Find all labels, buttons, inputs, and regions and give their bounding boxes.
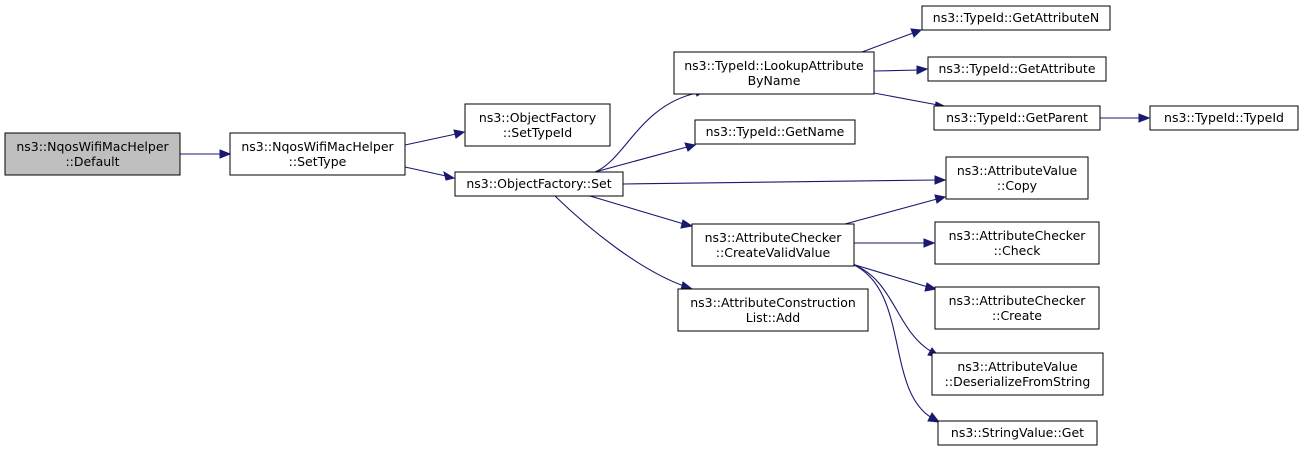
node-attributechecker-check[interactable]: ns3::AttributeChecker ::Check xyxy=(934,221,1100,265)
node-objectfactory-settypeid[interactable]: ns3::ObjectFactory ::SetTypeId xyxy=(464,103,611,147)
edge-getparent-to-typeid xyxy=(1100,113,1151,123)
arrowhead-icon xyxy=(453,129,466,139)
arrowhead-icon xyxy=(934,194,947,204)
node-label-line: ::Copy xyxy=(997,178,1038,193)
edge-line xyxy=(404,133,457,146)
node-label-line: ns3::AttributeChecker xyxy=(949,228,1087,243)
node-label-line: ns3::AttributeConstruction xyxy=(690,295,856,310)
edge-createvalid-to-create xyxy=(851,263,938,292)
node-attributevalue-deserializefromstring[interactable]: ns3::AttributeValue ::DeserializeFromStr… xyxy=(931,352,1104,396)
node-label-line: ns3::TypeId::GetParent xyxy=(946,110,1088,125)
node-label-line: ::SetType xyxy=(289,154,347,169)
edge-settype-to-settypeid xyxy=(404,129,466,146)
node-nqoswifimachelper-settype[interactable]: ns3::NqosWifiMacHelper ::SetType xyxy=(229,132,406,176)
node-label-line: ns3::AttributeChecker xyxy=(949,293,1087,308)
node-label-line: ns3::ObjectFactory::Set xyxy=(466,176,611,191)
edge-line xyxy=(861,32,914,53)
edge-set-to-createvalid xyxy=(589,195,694,229)
node-nqoswifimachelper-default[interactable]: ns3::NqosWifiMacHelper ::Default xyxy=(4,132,181,176)
node-attributeconstructionlist-add[interactable]: ns3::AttributeConstruction List::Add xyxy=(677,288,869,332)
node-label-line: ns3::AttributeValue xyxy=(957,163,1078,178)
edge-createvalid-to-strget xyxy=(851,263,941,423)
node-typeid-typeid[interactable]: ns3::TypeId::TypeId xyxy=(1149,105,1299,131)
arrowhead-icon xyxy=(923,238,936,248)
node-label-line: ::Default xyxy=(65,154,119,169)
node-label-line: ns3::ObjectFactory xyxy=(479,110,597,125)
edge-createvalid-to-check xyxy=(854,238,936,248)
node-label-line: ns3::TypeId::LookupAttribute xyxy=(684,58,864,73)
node-label-line: ::Check xyxy=(994,243,1042,258)
node-attributevalue-copy[interactable]: ns3::AttributeValue ::Copy xyxy=(945,156,1089,200)
edge-line xyxy=(622,179,938,185)
edge-line xyxy=(594,92,698,173)
arrowhead-icon xyxy=(684,142,697,152)
node-label-line: ByName xyxy=(748,73,801,88)
edge-set-to-getname xyxy=(594,142,697,173)
node-label-line: ::DeserializeFromString xyxy=(945,374,1091,389)
node-label-line: ::Create xyxy=(992,308,1042,323)
node-label-line: ::SetTypeId xyxy=(503,125,572,140)
node-label-line: ns3::TypeId::GetName xyxy=(706,124,845,139)
edge-set-to-copy xyxy=(622,175,947,185)
edge-line xyxy=(554,195,685,287)
node-label-line: ns3::AttributeValue xyxy=(957,359,1078,374)
edge-lookup-to-getattrn xyxy=(861,28,923,53)
edge-settype-to-set xyxy=(404,166,456,181)
edge-line xyxy=(851,263,933,419)
node-objectfactory-set[interactable]: ns3::ObjectFactory::Set xyxy=(454,171,624,197)
node-label-line: List::Add xyxy=(746,310,800,325)
node-label-line: ::CreateValidValue xyxy=(716,245,831,260)
edge-line xyxy=(844,198,938,225)
node-stringvalue-get[interactable]: ns3::StringValue::Get xyxy=(937,420,1098,446)
edge-createvalid-to-copy xyxy=(844,194,947,225)
arrowhead-icon xyxy=(927,412,941,423)
edge-line xyxy=(589,195,685,225)
node-typeid-getattribute[interactable]: ns3::TypeId::GetAttribute xyxy=(927,56,1107,82)
node-label-line: ns3::NqosWifiMacHelper xyxy=(16,139,169,154)
node-attributechecker-create[interactable]: ns3::AttributeChecker ::Create xyxy=(934,286,1100,330)
arrowhead-icon xyxy=(934,175,947,185)
node-label-line: ns3::TypeId::TypeId xyxy=(1164,110,1284,125)
edge-lookup-to-getattr xyxy=(873,65,929,75)
node-attributechecker-createvalidvalue[interactable]: ns3::AttributeChecker ::CreateValidValue xyxy=(691,223,855,267)
node-typeid-getname[interactable]: ns3::TypeId::GetName xyxy=(694,119,856,145)
edge-set-to-lookup xyxy=(594,87,706,173)
arrowhead-icon xyxy=(1138,113,1151,123)
arrowhead-icon xyxy=(910,28,923,38)
edge-set-to-add xyxy=(554,195,694,291)
node-typeid-getattributen[interactable]: ns3::TypeId::GetAttributeN xyxy=(921,5,1111,31)
node-label-line: ns3::AttributeChecker xyxy=(705,230,843,245)
node-label-line: ns3::TypeId::GetAttributeN xyxy=(933,10,1099,25)
edge-line xyxy=(594,146,688,173)
node-typeid-lookupattributebyname[interactable]: ns3::TypeId::LookupAttribute ByName xyxy=(673,51,875,95)
edge-line xyxy=(851,263,929,288)
edge-root-to-settype xyxy=(180,149,232,159)
arrowhead-icon xyxy=(219,149,232,159)
edge-line xyxy=(404,166,447,177)
arrowhead-icon xyxy=(916,65,929,75)
arrowhead-icon xyxy=(680,219,694,229)
arrowhead-icon xyxy=(924,282,938,292)
edge-line xyxy=(873,92,939,106)
node-label-line: ns3::TypeId::GetAttribute xyxy=(938,61,1095,76)
arrowhead-icon xyxy=(443,170,456,181)
node-label-line: ns3::StringValue::Get xyxy=(951,425,1084,440)
node-typeid-getparent[interactable]: ns3::TypeId::GetParent xyxy=(933,105,1101,131)
edge-line xyxy=(851,263,933,353)
edge-line xyxy=(873,69,920,72)
node-label-line: ns3::NqosWifiMacHelper xyxy=(241,139,394,154)
